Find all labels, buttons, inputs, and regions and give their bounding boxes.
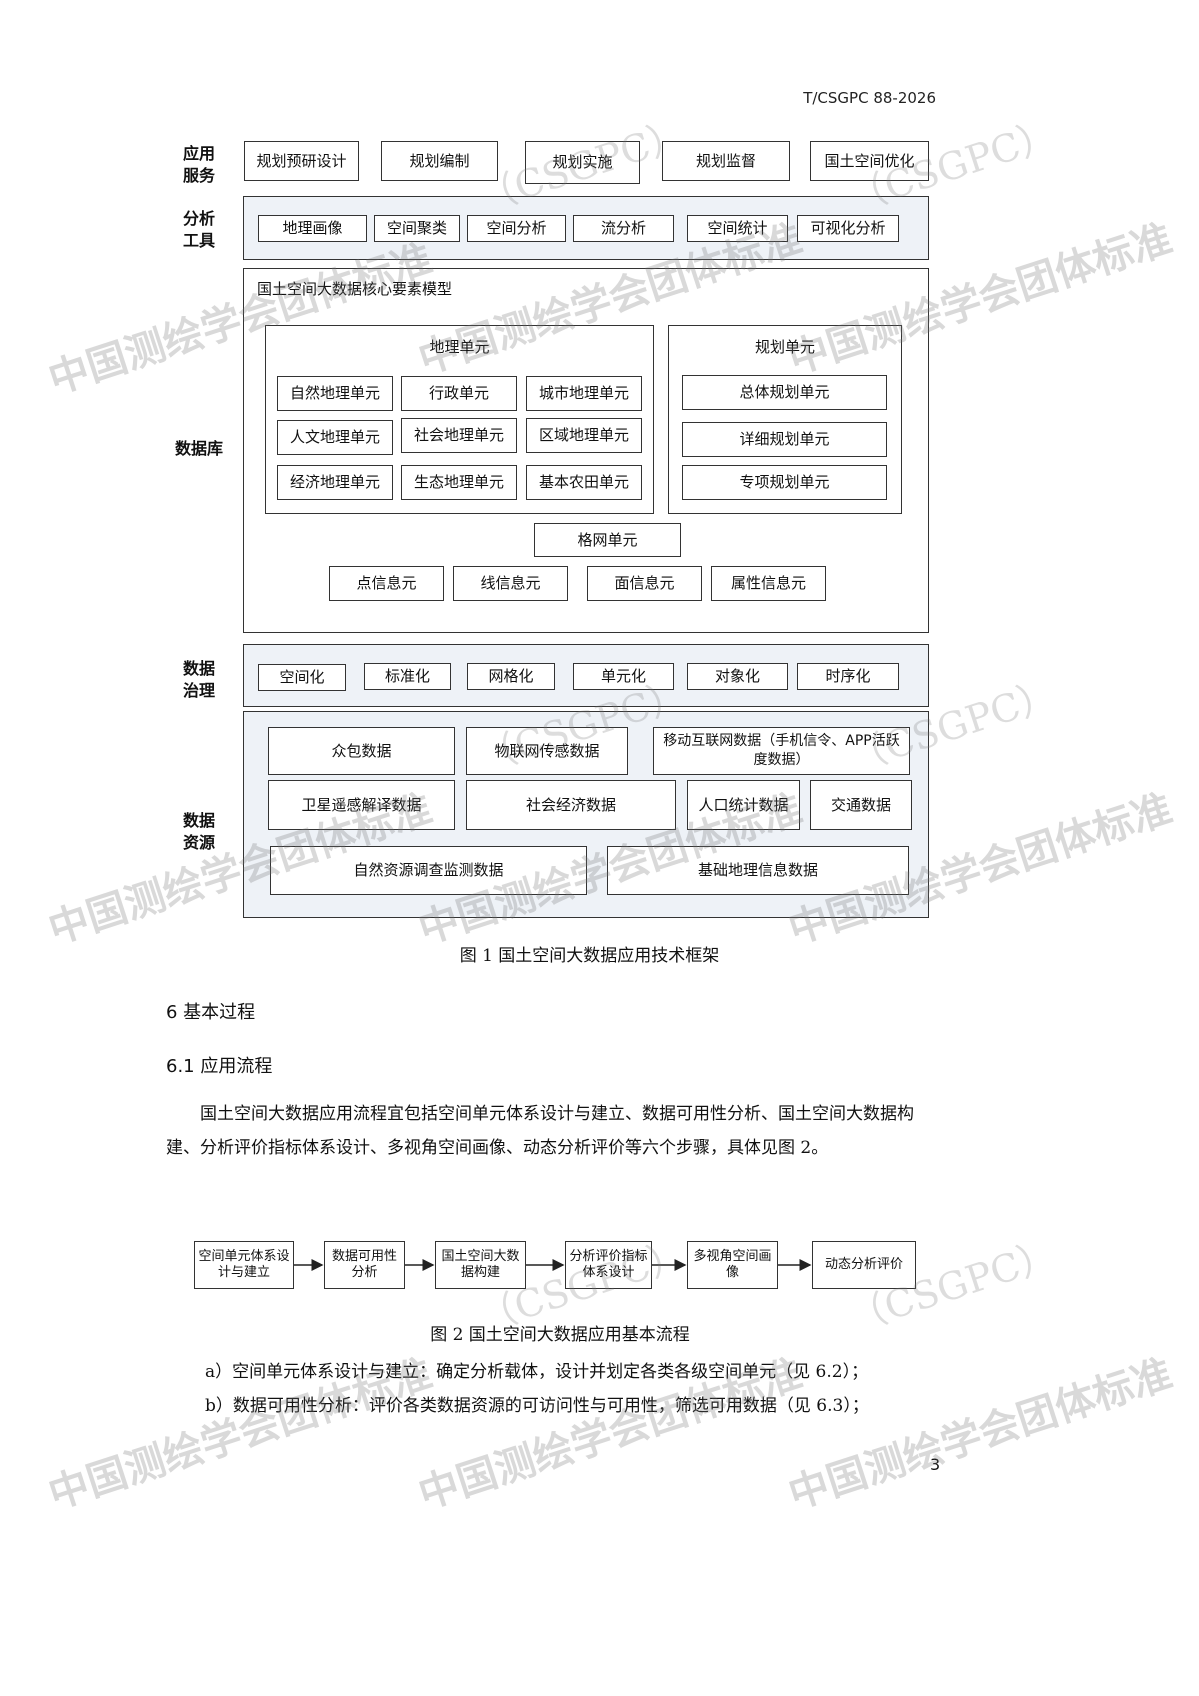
resource-item: 人口统计数据 [687,780,800,830]
tool-item: 空间分析 [467,215,566,242]
flow-arrows [294,1259,812,1271]
section-6-1-heading: 6.1 应用流程 [166,1056,273,1077]
info-element: 点信息元 [329,566,444,601]
flow-step: 多视角空间画像 [687,1241,778,1289]
figure-2-caption: 图 2 国土空间大数据应用基本流程 [430,1325,690,1345]
resource-item: 社会经济数据 [466,780,676,830]
governance-item: 单元化 [573,663,674,690]
list-item: a）空间单元体系设计与建立：确定分析载体，设计并划定各类各级空间单元（见 6.2… [205,1362,869,1382]
flow-step: 动态分析评价 [812,1241,916,1289]
governance-item: 时序化 [797,663,899,690]
plan-unit-item: 总体规划单元 [682,375,887,410]
tool-item: 空间统计 [687,215,788,242]
document-id: T/CSGPC 88-2026 [803,89,936,107]
resource-item: 移动互联网数据（手机信令、APP活跃度数据） [653,727,910,775]
plan-unit-title: 规划单元 [754,338,815,356]
info-element: 线信息元 [453,566,568,601]
service-item: 规划实施 [525,141,640,184]
grid-unit: 格网单元 [534,523,681,557]
section-6-heading: 6 基本过程 [166,1002,256,1023]
geo-unit-item: 区域地理单元 [526,418,642,453]
row-label-tools: 分析 工具 [182,209,215,250]
governance-item: 标准化 [364,663,451,690]
row-label-service: 应用 服务 [182,144,215,185]
tool-item: 流分析 [573,215,674,242]
info-element: 属性信息元 [711,566,826,601]
resource-item: 自然资源调查监测数据 [270,846,587,895]
tool-item: 空间聚类 [374,215,460,242]
flow-step: 国土空间大数据构建 [435,1241,526,1289]
service-item: 规划监督 [662,141,790,181]
database-title: 国土空间大数据核心要素模型 [257,280,453,298]
flow-step: 空间单元体系设计与建立 [194,1241,294,1289]
governance-item: 空间化 [258,664,346,691]
resource-item: 卫星遥感解译数据 [268,780,455,830]
geo-unit-item: 自然地理单元 [277,376,393,411]
row-label-database: 数据库 [174,439,223,458]
governance-item: 网格化 [467,663,555,690]
geo-unit-item: 基本农田单元 [526,465,642,500]
service-item: 规划预研设计 [244,141,359,181]
service-item: 规划编制 [381,141,498,181]
geo-unit-item: 行政单元 [401,376,517,411]
geo-unit-item: 人文地理单元 [277,420,393,455]
section-6-1-paragraph: 国土空间大数据应用流程宜包括空间单元体系设计与建立、数据可用性分析、国土空间大数… [166,1104,914,1158]
geo-unit-item: 社会地理单元 [401,418,517,453]
governance-item: 对象化 [687,663,788,690]
service-item: 国土空间优化 [810,141,929,181]
resource-item: 交通数据 [810,780,912,830]
figure-1-caption: 图 1 国土空间大数据应用技术框架 [459,946,720,966]
tool-item: 可视化分析 [797,215,899,242]
geo-unit-title: 地理单元 [429,338,490,356]
step-list: a）空间单元体系设计与建立：确定分析载体，设计并划定各类各级空间单元（见 6.2… [205,1355,965,1423]
plan-unit-item: 详细规划单元 [682,422,887,457]
page-number: 3 [930,1455,941,1474]
geo-unit-item: 经济地理单元 [277,465,393,500]
row-label-governance: 数据 治理 [182,659,215,700]
geo-unit-item: 生态地理单元 [401,465,517,500]
row-label-resources: 数据 资源 [182,811,215,852]
geo-unit-item: 城市地理单元 [526,376,642,411]
info-element: 面信息元 [587,566,702,601]
resource-item: 众包数据 [268,727,455,775]
list-item: b）数据可用性分析：评价各类数据资源的可访问性与可用性，筛选可用数据（见 6.3… [205,1396,869,1416]
resource-item: 基础地理信息数据 [607,846,909,895]
tool-item: 地理画像 [258,215,367,242]
resource-item: 物联网传感数据 [466,727,628,775]
flow-step: 分析评价指标体系设计 [565,1241,652,1289]
plan-unit-item: 专项规划单元 [682,465,887,500]
flow-step: 数据可用性分析 [324,1241,405,1289]
